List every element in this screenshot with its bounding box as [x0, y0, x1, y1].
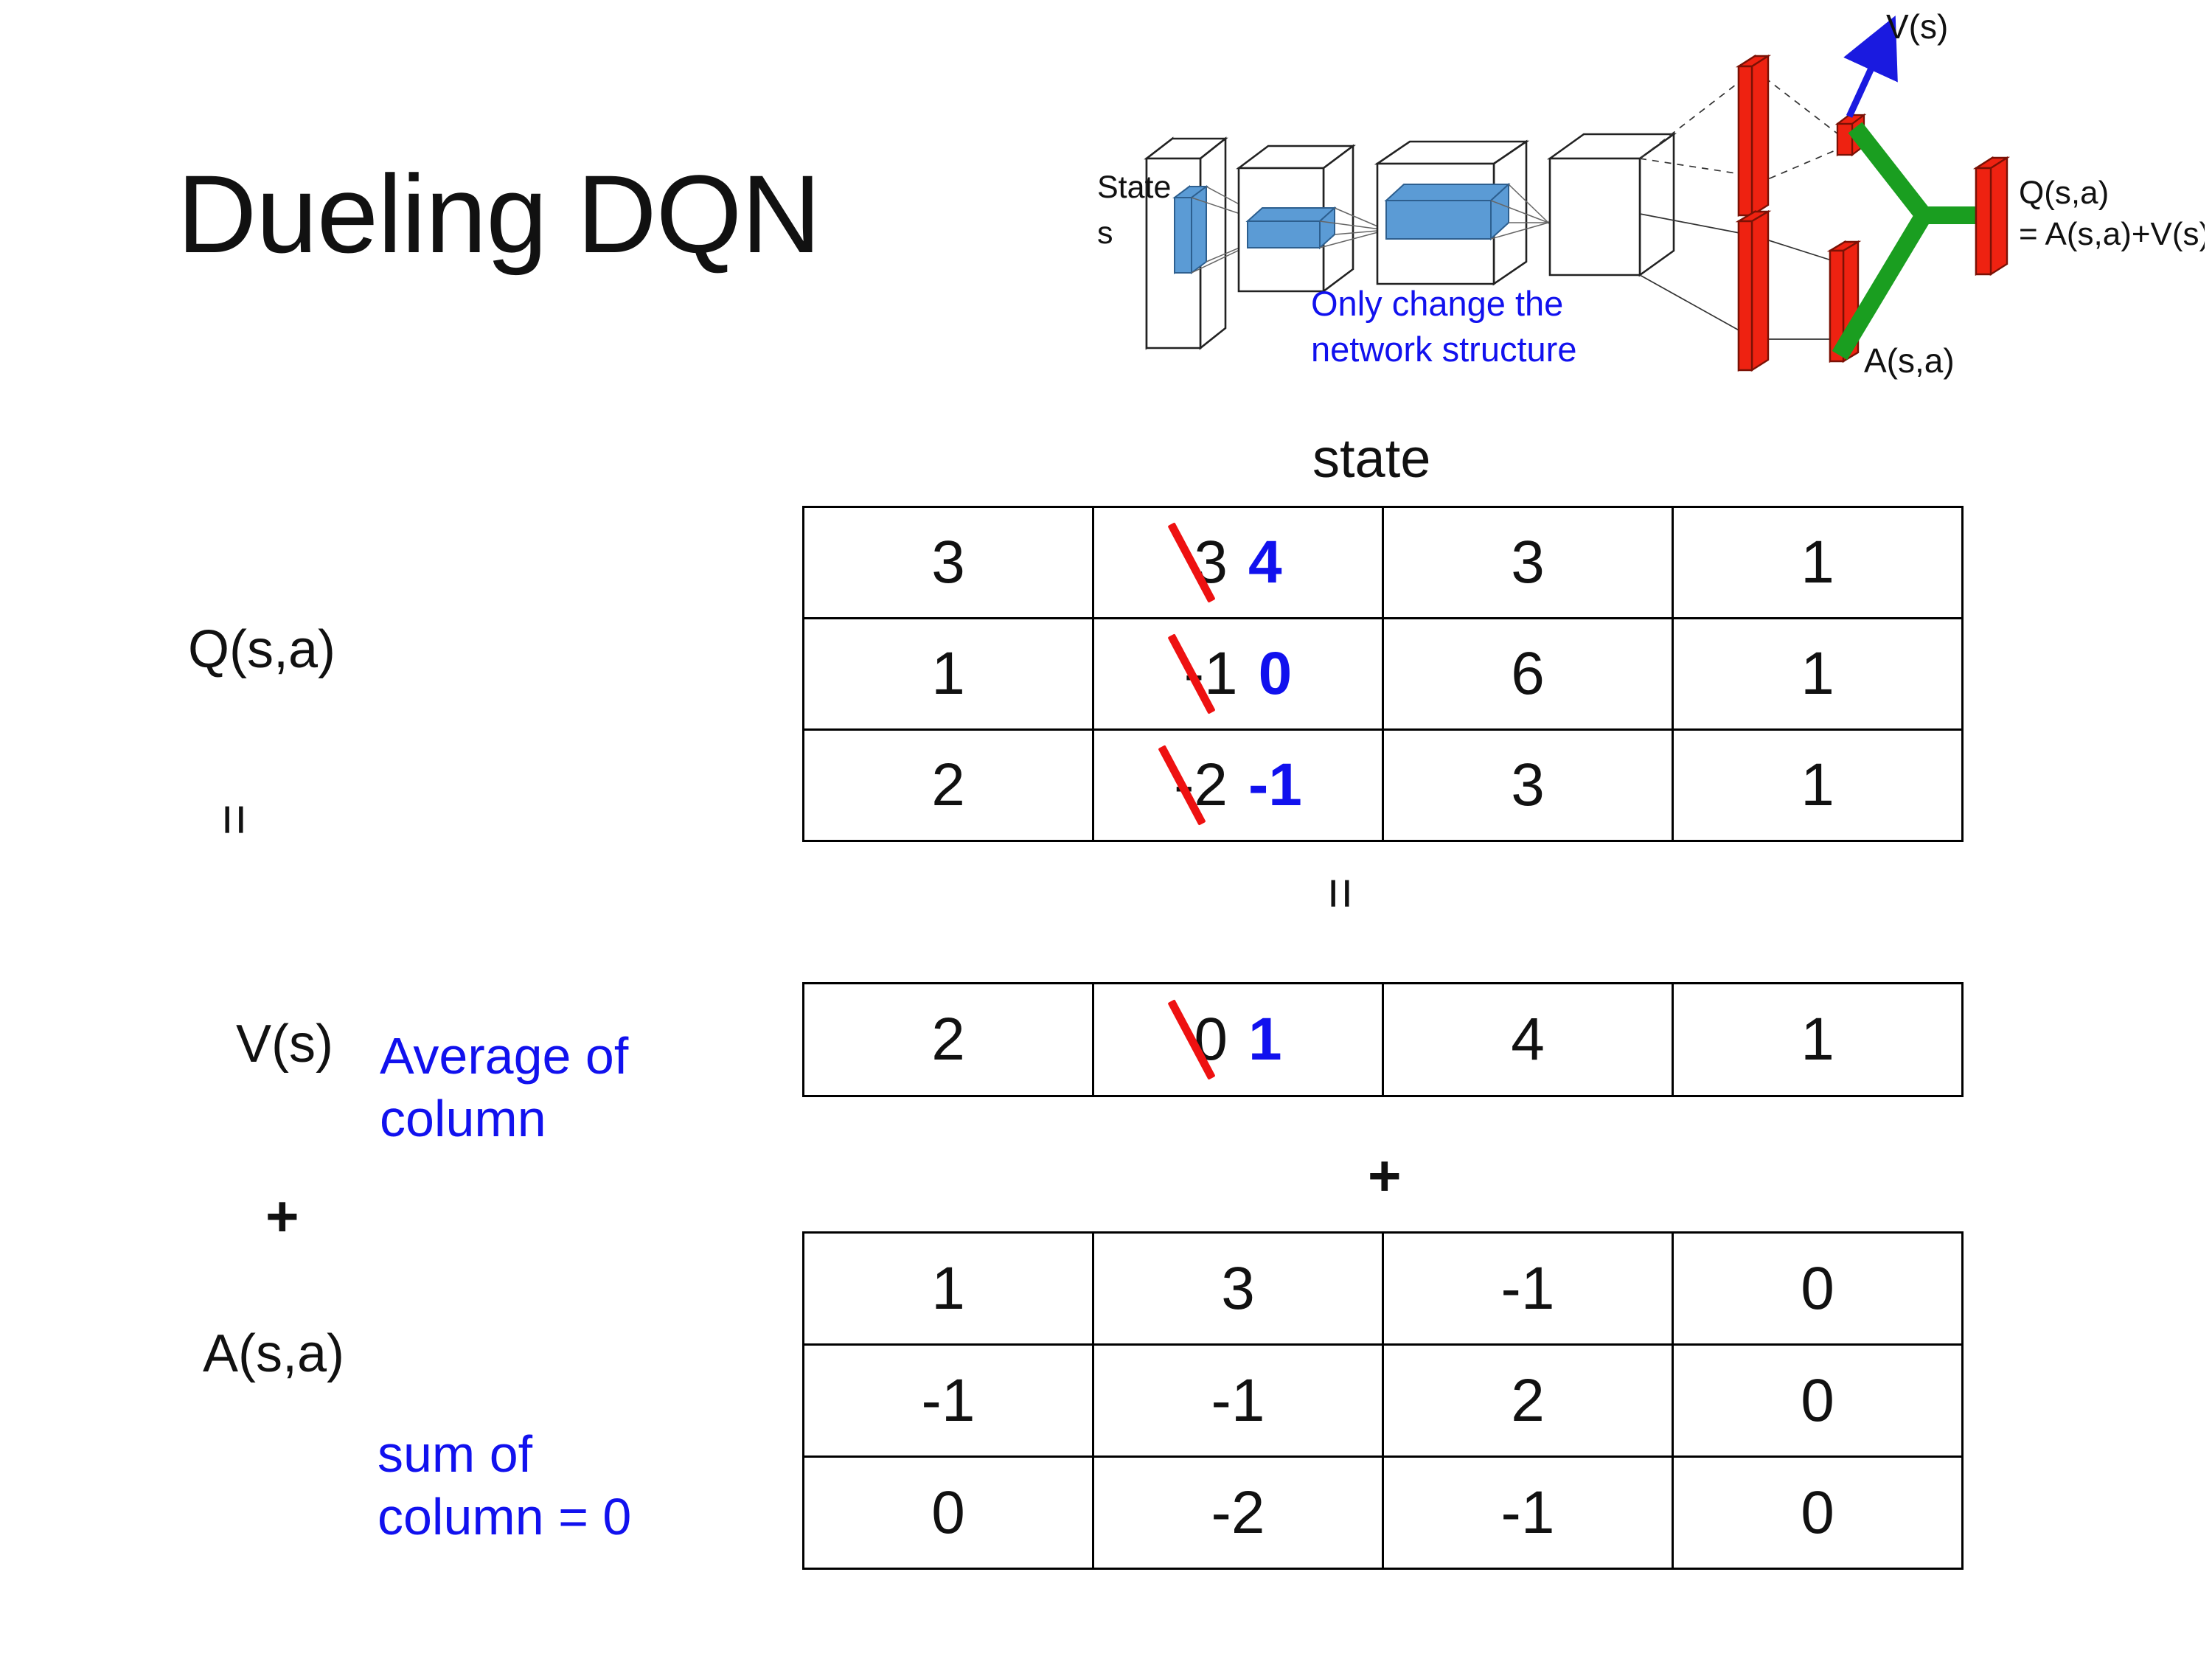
old-value: 3: [1167, 522, 1228, 603]
strikethrough-mark: [1167, 999, 1216, 1080]
q-function-label: Q(s,a): [188, 620, 336, 679]
table-cell: 1: [1672, 728, 1964, 842]
new-value: 1: [1248, 1006, 1282, 1073]
old-value: -2: [1158, 745, 1228, 826]
table-cell: -1: [1382, 1455, 1674, 1570]
state-axis-label: state: [1312, 428, 1431, 489]
table-cell: 0: [1672, 1455, 1964, 1570]
diagram-value-output-label: V(s): [1886, 7, 1948, 46]
table-cell: -1: [1092, 1343, 1384, 1458]
diagram-q-output-label-line1: Q(s,a): [2019, 175, 2109, 211]
sum-note-line2: column = 0: [378, 1488, 632, 1546]
table-cell: 0: [1672, 1343, 1964, 1458]
table-cell: 2: [1382, 1343, 1674, 1458]
table-cell: 2: [802, 728, 1094, 842]
table-cell: 3: [1382, 728, 1674, 842]
plus-sign-table-v-to-a: +: [1368, 1143, 1402, 1208]
table-cell: 2: [802, 982, 1094, 1097]
old-value: 0: [1167, 999, 1228, 1080]
strikethrough-mark: [1167, 633, 1216, 714]
plus-sign-v-to-a: +: [265, 1183, 299, 1248]
table-cell: -2 -1: [1092, 728, 1384, 842]
new-value: 4: [1248, 529, 1282, 596]
table-cell: 0: [802, 1455, 1094, 1570]
average-note-line2: column: [380, 1090, 546, 1148]
table-cell: -1: [1382, 1231, 1674, 1346]
equals-sign-table-q-to-v: =: [1310, 877, 1371, 910]
old-value: -1: [1167, 633, 1238, 714]
table-cell: -1 0: [1092, 617, 1384, 731]
table-cell: 0: [1672, 1231, 1964, 1346]
table-cell: 1: [1672, 982, 1964, 1097]
table-cell: -2: [1092, 1455, 1384, 1570]
diagram-state-label-line1: State: [1097, 170, 1171, 205]
average-of-column-note: Average of column: [380, 1025, 726, 1151]
sum-of-column-note: sum of column = 0: [378, 1423, 746, 1549]
new-value: 0: [1258, 640, 1293, 707]
diagram-note-line2: network structure: [1311, 330, 1576, 369]
table-cell: 4: [1382, 982, 1674, 1097]
table-cell: 1: [1672, 506, 1964, 619]
table-cell: 3: [1092, 1231, 1384, 1346]
table-cell: 1: [1672, 617, 1964, 731]
v-function-label: V(s): [236, 1015, 333, 1074]
new-value: -1: [1248, 751, 1302, 818]
diagram-q-output-label-line2: = A(s,a)+V(s): [2019, 216, 2205, 252]
dueling-network-diagram: State s Only change the network structur…: [1091, 7, 2205, 409]
table-cell: 3: [1382, 506, 1674, 619]
table-cell: -1: [802, 1343, 1094, 1458]
table-cell: 1: [802, 617, 1094, 731]
sum-note-line1: sum of: [378, 1425, 533, 1483]
strikethrough-mark: [1167, 522, 1216, 603]
diagram-advantage-output-label: A(s,a): [1864, 341, 1955, 380]
a-function-label: A(s,a): [203, 1324, 345, 1383]
page-title: Dueling DQN: [177, 152, 821, 276]
average-note-line1: Average of: [380, 1027, 629, 1085]
diagram-note-line1: Only change the: [1311, 284, 1563, 323]
strikethrough-mark: [1158, 745, 1206, 826]
table-cell: 1: [802, 1231, 1094, 1346]
equals-sign-q-to-v: =: [204, 804, 265, 836]
diagram-state-label-line2: s: [1097, 215, 1113, 251]
table-cell: 3: [802, 506, 1094, 619]
table-cell: 6: [1382, 617, 1674, 731]
